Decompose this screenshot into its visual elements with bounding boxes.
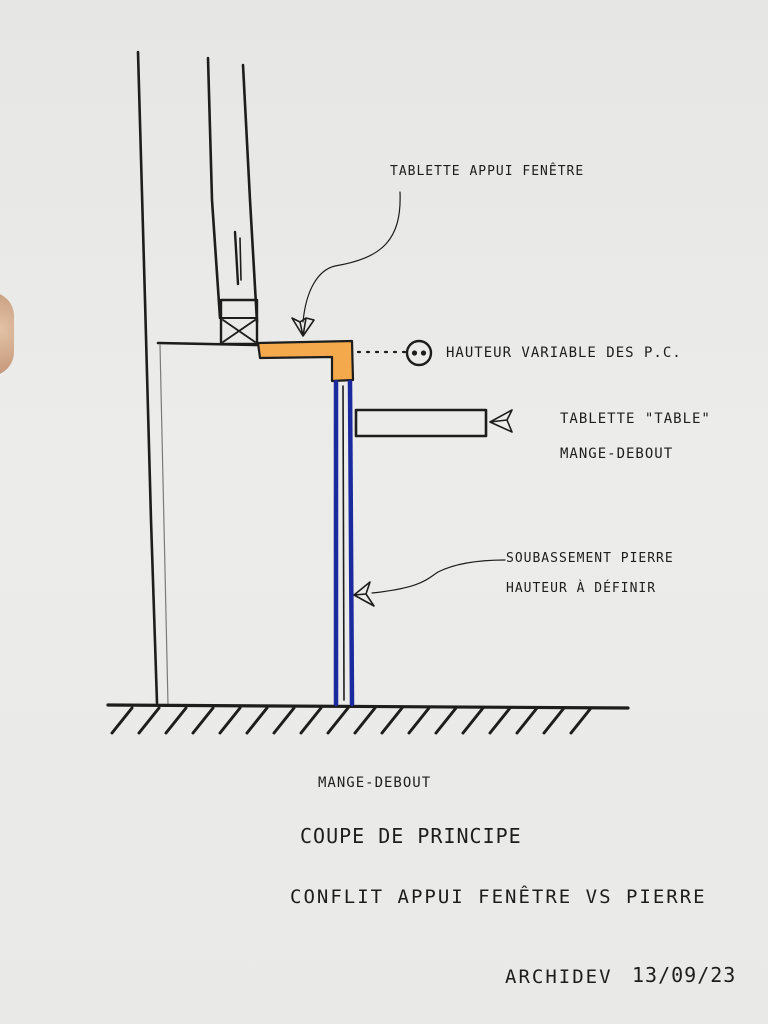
leader-soubassement bbox=[371, 559, 506, 594]
wall-inner-line bbox=[159, 344, 169, 706]
hatch-line bbox=[137, 706, 161, 735]
hatch-line bbox=[191, 706, 215, 735]
stone-base-blue bbox=[333, 379, 355, 707]
ground-line bbox=[106, 703, 630, 710]
hatch-line bbox=[515, 706, 539, 735]
hollow-arrow-icon bbox=[489, 409, 513, 433]
hatch-line bbox=[407, 706, 431, 735]
window-sill-orange bbox=[256, 339, 355, 383]
caption-subtitle: CONFLIT APPUI FENÊTRE VS PIERRE bbox=[290, 886, 707, 908]
slab-top-line bbox=[156, 341, 260, 347]
circle-dot-icon bbox=[405, 339, 433, 367]
drawing-date: 13/09/23 bbox=[632, 963, 737, 987]
hatch-line bbox=[569, 706, 593, 735]
caption-name: MANGE-DEBOUT bbox=[318, 775, 432, 791]
table-shelf bbox=[354, 408, 488, 438]
label-tablette-table: TABLETTE "TABLE" bbox=[560, 411, 711, 427]
caption-title: COUPE DE PRINCIPE bbox=[300, 824, 522, 848]
label-soubassement: SOUBASSEMENT PIERRE bbox=[506, 551, 674, 566]
hatch-line bbox=[164, 706, 188, 735]
hatch-line bbox=[353, 706, 377, 735]
glazing-mark-2 bbox=[239, 237, 242, 281]
thumb bbox=[0, 292, 14, 376]
hatch-line bbox=[488, 706, 512, 735]
label-hauteur-definir: HAUTEUR À DÉFINIR bbox=[506, 581, 657, 596]
ground-hatching bbox=[110, 706, 593, 735]
hatch-line bbox=[299, 706, 323, 735]
label-mange-debout-shelf: MANGE-DEBOUT bbox=[560, 446, 674, 462]
hollow-arrow-icon bbox=[353, 581, 375, 607]
glazing-mark bbox=[233, 230, 240, 286]
hatch-line bbox=[245, 706, 269, 735]
wall-outer-line bbox=[136, 50, 159, 705]
signature: ARCHIDEV bbox=[505, 966, 613, 988]
hatch-line bbox=[218, 706, 242, 735]
hatch-line bbox=[434, 706, 458, 735]
hatch-line bbox=[542, 706, 566, 735]
hatch-line bbox=[326, 706, 350, 735]
leader-tablette-appui bbox=[302, 191, 401, 323]
hatch-line bbox=[380, 706, 404, 735]
label-hauteur-variable: HAUTEUR VARIABLE DES P.C. bbox=[446, 345, 682, 361]
window-frame-left bbox=[206, 56, 222, 320]
hatch-line bbox=[110, 706, 134, 735]
label-tablette-appui: TABLETTE APPUI FENÊTRE bbox=[390, 164, 585, 179]
frame-box-cross-b bbox=[222, 319, 256, 343]
hollow-arrow-icon bbox=[291, 317, 315, 337]
window-frame-right bbox=[241, 63, 259, 324]
hatch-line bbox=[461, 706, 485, 735]
hatch-line bbox=[272, 706, 296, 735]
